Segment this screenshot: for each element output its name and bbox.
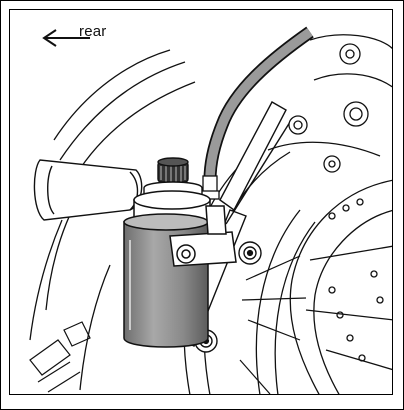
brake-hose <box>200 26 314 200</box>
technical-drawing <box>29 26 392 394</box>
bracket-details <box>29 321 91 393</box>
illustration-panel: rear <box>9 9 393 395</box>
wheel-spokes <box>239 255 307 394</box>
indicator-lamp <box>33 159 143 221</box>
reservoir-canister <box>123 190 211 348</box>
left-arrow-icon <box>42 29 90 47</box>
bolt-upper <box>238 241 262 265</box>
caliper-body <box>267 34 392 157</box>
brake-disc <box>289 179 392 394</box>
caliper-bolts <box>288 43 369 173</box>
canister-clamp <box>169 205 237 267</box>
direction-label: rear <box>79 23 107 40</box>
